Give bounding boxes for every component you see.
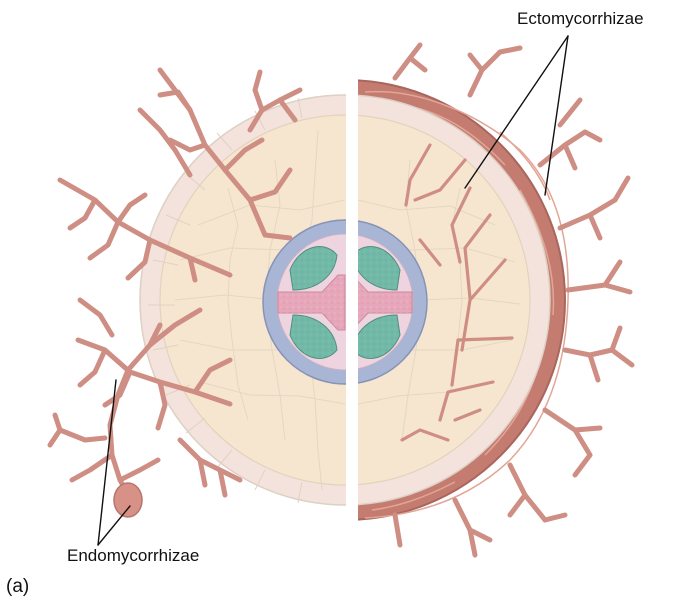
- endomycorrhizae-label: Endomycorrhizae: [67, 546, 199, 565]
- ectomycorrhizae-label: Ectomycorrhizae: [517, 9, 644, 28]
- section-split-gap: [346, 60, 358, 550]
- endomycorrhizal-vesicle: [114, 483, 142, 517]
- panel-label: (a): [6, 576, 29, 597]
